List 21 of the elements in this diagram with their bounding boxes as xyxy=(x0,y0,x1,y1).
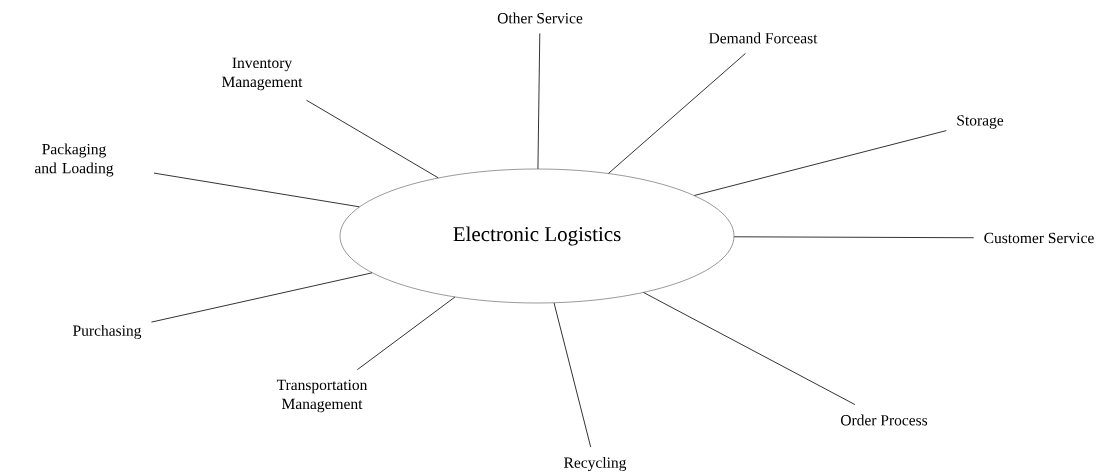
node-label: Inventory Management xyxy=(222,57,303,91)
node-label: Purchasing xyxy=(73,324,142,340)
connector-line xyxy=(306,99,439,179)
connector-line xyxy=(356,296,456,371)
node-label: Recycling xyxy=(564,456,627,472)
connector-line xyxy=(608,53,746,174)
connector-line xyxy=(643,292,856,405)
node-label: Other Service xyxy=(497,12,583,24)
connector-line xyxy=(151,272,373,323)
node-label: Order Process xyxy=(840,414,928,426)
connector-line xyxy=(153,172,360,208)
node-label: Packaging and Loading xyxy=(34,143,114,177)
ellipse-node: Electronic Logistics xyxy=(339,168,735,304)
connector-line xyxy=(733,236,975,239)
connector-line xyxy=(537,33,541,170)
node-label: Transportation Management xyxy=(276,379,368,413)
node-label: Customer Service xyxy=(984,232,1094,244)
connector-line xyxy=(553,302,592,448)
node-label: Demand Forceast xyxy=(709,32,818,44)
connector-line xyxy=(693,130,947,196)
node-label: Storage xyxy=(957,115,1004,129)
